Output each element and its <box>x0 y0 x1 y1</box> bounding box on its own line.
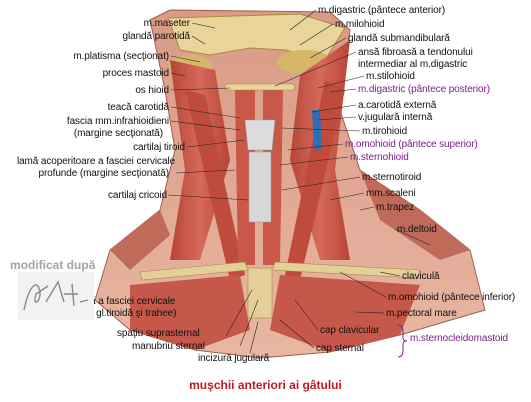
label-jugular-notch: incizură jugulară <box>198 353 270 364</box>
label-digastric-posterior: m.digastric (pântece posterior) <box>358 84 490 95</box>
label-platysma: m.platisma (secţionat) <box>73 51 169 62</box>
label-parotid-gland: glandă parotidă <box>122 31 191 42</box>
label-sternohyoid: m.sternohioid <box>350 152 409 163</box>
label-omohyoid-inferior: m.omohioid (pântece inferior) <box>388 292 516 303</box>
label-sternocleidomastoid: m.sternocleidomastoid <box>410 333 508 344</box>
label-mylohyoid: m.milohioid <box>335 19 385 30</box>
bracket <box>397 324 408 358</box>
label-suprasternal-space: spaţiu suprasternal <box>117 328 200 339</box>
figure-caption: muşchii anteriori ai gâtului <box>189 378 342 392</box>
label-deltoid: m.deltoid <box>397 224 437 235</box>
label-trapezius: m.trapez <box>376 202 415 213</box>
label-internal-jugular: v.jugulară internă <box>358 112 433 123</box>
label-stylohyoid: m.stilohioid <box>366 71 415 82</box>
label-deep-cervical-fascia: lamă acoperitoare a fasciei cervicale <box>16 156 175 167</box>
label-manubrium: manubriu sternal <box>132 341 205 352</box>
label-omohyoid-superior: m.omohioid (pântece superior) <box>345 139 478 150</box>
label-carotid-sheath: teacă carotidă <box>107 102 170 113</box>
label-hyoid-bone: os hioid <box>135 85 169 96</box>
credit-text: modificat după <box>10 258 96 272</box>
label-external-carotid: a.carotidă externă <box>358 100 437 111</box>
label-fibrous-loop-cont: intermediar al m.digastric <box>358 59 468 70</box>
label-infrahyoid-fascia: fascia mm.infrahioidieni <box>66 116 169 127</box>
label-maseter: m.maseter <box>143 18 190 29</box>
label-submandibular-gland: glandă submandibulară <box>348 33 450 44</box>
label-digastric-anterior: m.digastric (pântece anterior) <box>318 5 446 16</box>
label-mastoid-process: proces mastoid <box>102 68 170 79</box>
label-deep-cervical-fascia-cont: profunde (margine secţionată) <box>38 168 169 179</box>
signature-icon <box>18 272 94 320</box>
label-clavicle: claviculă <box>402 271 440 282</box>
label-clavicular-head: cap clavicular <box>320 325 380 336</box>
label-scalene: mm.scaleni <box>366 188 416 199</box>
label-pectoralis-major: m.pectoral mare <box>386 308 457 319</box>
label-thyroid-trachea: e gl.tiroidă şi trahee) <box>88 308 177 319</box>
label-sternal-head: cap sternal <box>316 343 364 354</box>
label-thyroid-cartilage: cartilaj tiroid <box>133 142 185 153</box>
label-cervical-fascia-lamina: lă a fasciei cervicale <box>88 296 176 307</box>
label-thyrohyoid: m.tirohioid <box>362 126 408 137</box>
label-cricoid-cartilage: cartilaj cricoid <box>108 190 167 201</box>
label-fibrous-loop: ansă fibroasă a tendonului <box>358 47 473 58</box>
label-sternothyroid: m.sternotiroid <box>362 172 422 183</box>
label-infrahyoid-fascia-cont: (margine secţionată) <box>73 128 163 139</box>
